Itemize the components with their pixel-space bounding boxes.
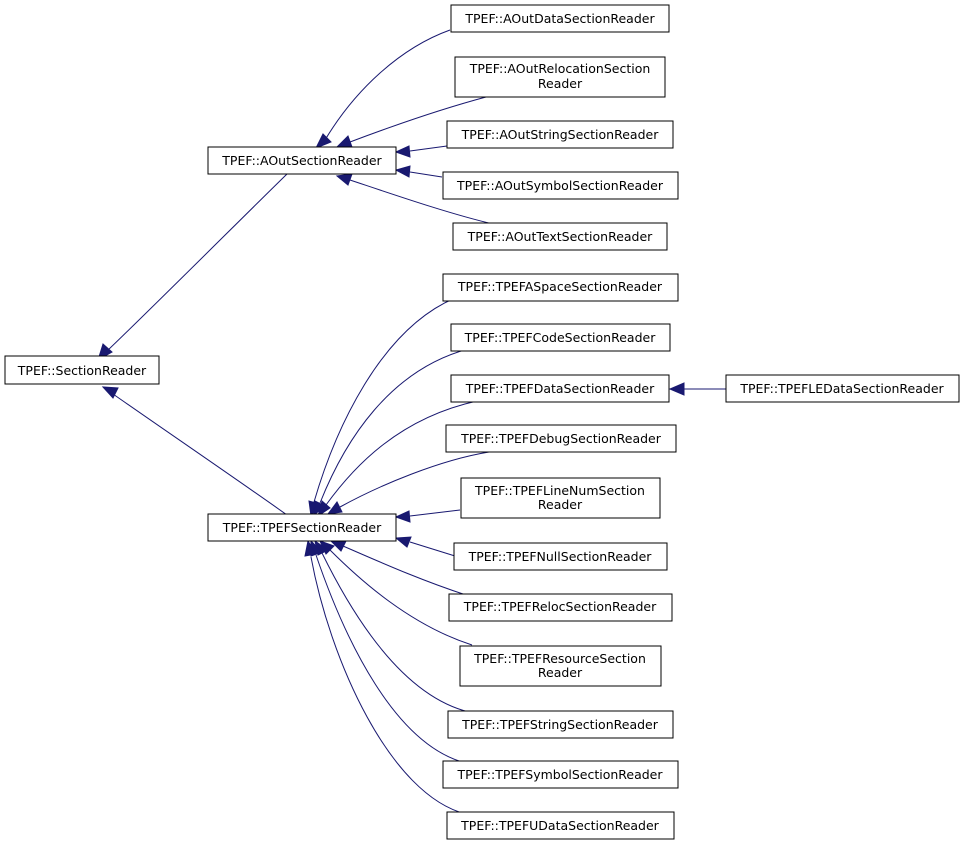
edge-data-to-tpef <box>317 400 478 518</box>
svg-text:TPEF::AOutTextSectionReader: TPEF::AOutTextSectionReader <box>467 229 654 244</box>
edge-aout-to-sectionreader <box>97 173 288 362</box>
node-section-reader[interactable]: TPEF::SectionReader <box>4 355 160 385</box>
node-aout-section-reader[interactable]: TPEF::AOutSectionReader <box>207 146 397 175</box>
svg-text:Reader: Reader <box>538 497 583 512</box>
node-aout-data-section-reader[interactable]: TPEF::AOutDataSectionReader <box>450 4 670 33</box>
node-tpef-reloc-section-reader[interactable]: TPEF::TPEFRelocSectionReader <box>448 593 673 622</box>
svg-text:TPEF::TPEFDebugSectionReader: TPEF::TPEFDebugSectionReader <box>460 431 662 446</box>
edge-aoutsymbol-to-aout <box>394 165 443 178</box>
edge-linenum-to-tpef <box>394 509 461 523</box>
node-tpef-null-section-reader[interactable]: TPEF::TPEFNullSectionReader <box>453 542 668 571</box>
svg-text:TPEF::AOutSymbolSectionReader: TPEF::AOutSymbolSectionReader <box>456 178 664 193</box>
node-tpef-data-section-reader[interactable]: TPEF::TPEFDataSectionReader <box>450 374 670 403</box>
edge-aoutstring-to-aout <box>394 145 448 158</box>
edge-aoutdata-to-aout <box>314 29 451 149</box>
svg-text:TPEF::AOutStringSectionReader: TPEF::AOutStringSectionReader <box>461 127 660 142</box>
svg-text:TPEF::TPEFLineNumSection: TPEF::TPEFLineNumSection <box>474 483 645 498</box>
svg-text:TPEF::TPEFDataSectionReader: TPEF::TPEFDataSectionReader <box>465 381 655 396</box>
edge-aouttext-to-aout <box>335 173 494 225</box>
node-aout-symbol-section-reader[interactable]: TPEF::AOutSymbolSectionReader <box>442 171 679 200</box>
svg-text:TPEF::TPEFSectionReader: TPEF::TPEFSectionReader <box>222 520 382 535</box>
edge-symbol-to-tpef <box>310 539 467 764</box>
node-tpef-resource-section-reader[interactable]: TPEF::TPEFResourceSection Reader <box>459 645 662 687</box>
svg-text:TPEF::AOutRelocationSection: TPEF::AOutRelocationSection <box>469 61 651 76</box>
edge-udata-to-tpef <box>304 539 467 815</box>
edge-aspace-to-tpef <box>308 297 456 518</box>
svg-text:TPEF::TPEFResourceSection: TPEF::TPEFResourceSection <box>473 651 646 666</box>
svg-text:TPEF::AOutDataSectionReader: TPEF::AOutDataSectionReader <box>464 11 655 26</box>
svg-text:TPEF::TPEFLEDataSectionReader: TPEF::TPEFLEDataSectionReader <box>739 381 944 396</box>
edge-tpef-to-sectionreader <box>101 386 288 516</box>
svg-text:TPEF::TPEFSymbolSectionReader: TPEF::TPEFSymbolSectionReader <box>457 767 664 782</box>
node-aout-text-section-reader[interactable]: TPEF::AOutTextSectionReader <box>452 222 668 251</box>
node-tpef-section-reader[interactable]: TPEF::TPEFSectionReader <box>207 513 397 542</box>
node-tpef-code-section-reader[interactable]: TPEF::TPEFCodeSectionReader <box>450 323 671 352</box>
edge-null-to-tpef <box>394 536 456 557</box>
svg-text:TPEF::AOutSectionReader: TPEF::AOutSectionReader <box>221 153 382 168</box>
node-tpef-string-section-reader[interactable]: TPEF::TPEFStringSectionReader <box>447 710 674 739</box>
svg-text:Reader: Reader <box>538 665 583 680</box>
svg-text:TPEF::SectionReader: TPEF::SectionReader <box>17 363 147 378</box>
svg-text:Reader: Reader <box>538 76 583 91</box>
svg-text:TPEF::TPEFStringSectionReader: TPEF::TPEFStringSectionReader <box>461 717 659 732</box>
node-tpef-udata-section-reader[interactable]: TPEF::TPEFUDataSectionReader <box>446 811 675 840</box>
node-tpef-debug-section-reader[interactable]: TPEF::TPEFDebugSectionReader <box>445 424 677 453</box>
edge-reloc-to-tpef <box>329 540 467 596</box>
node-aout-string-section-reader[interactable]: TPEF::AOutStringSectionReader <box>446 120 674 149</box>
node-tpef-le-data-section-reader[interactable]: TPEF::TPEFLEDataSectionReader <box>725 374 960 403</box>
svg-text:TPEF::TPEFUDataSectionReader: TPEF::TPEFUDataSectionReader <box>460 818 660 833</box>
node-tpef-aspace-section-reader[interactable]: TPEF::TPEFASpaceSectionReader <box>442 273 679 302</box>
node-tpef-linenum-section-reader[interactable]: TPEF::TPEFLineNumSection Reader <box>460 477 661 519</box>
svg-text:TPEF::TPEFCodeSectionReader: TPEF::TPEFCodeSectionReader <box>464 330 657 345</box>
edge-debug-to-tpef <box>326 451 490 515</box>
edge-ledata-to-data <box>668 382 726 396</box>
node-tpef-symbol-section-reader[interactable]: TPEF::TPEFSymbolSectionReader <box>442 760 679 789</box>
svg-text:TPEF::TPEFNullSectionReader: TPEF::TPEFNullSectionReader <box>468 549 653 564</box>
node-aout-relocation-section-reader[interactable]: TPEF::AOutRelocationSection Reader <box>454 56 666 98</box>
svg-text:TPEF::TPEFRelocSectionReader: TPEF::TPEFRelocSectionReader <box>463 599 657 614</box>
svg-text:TPEF::TPEFASpaceSectionReader: TPEF::TPEFASpaceSectionReader <box>457 279 663 294</box>
